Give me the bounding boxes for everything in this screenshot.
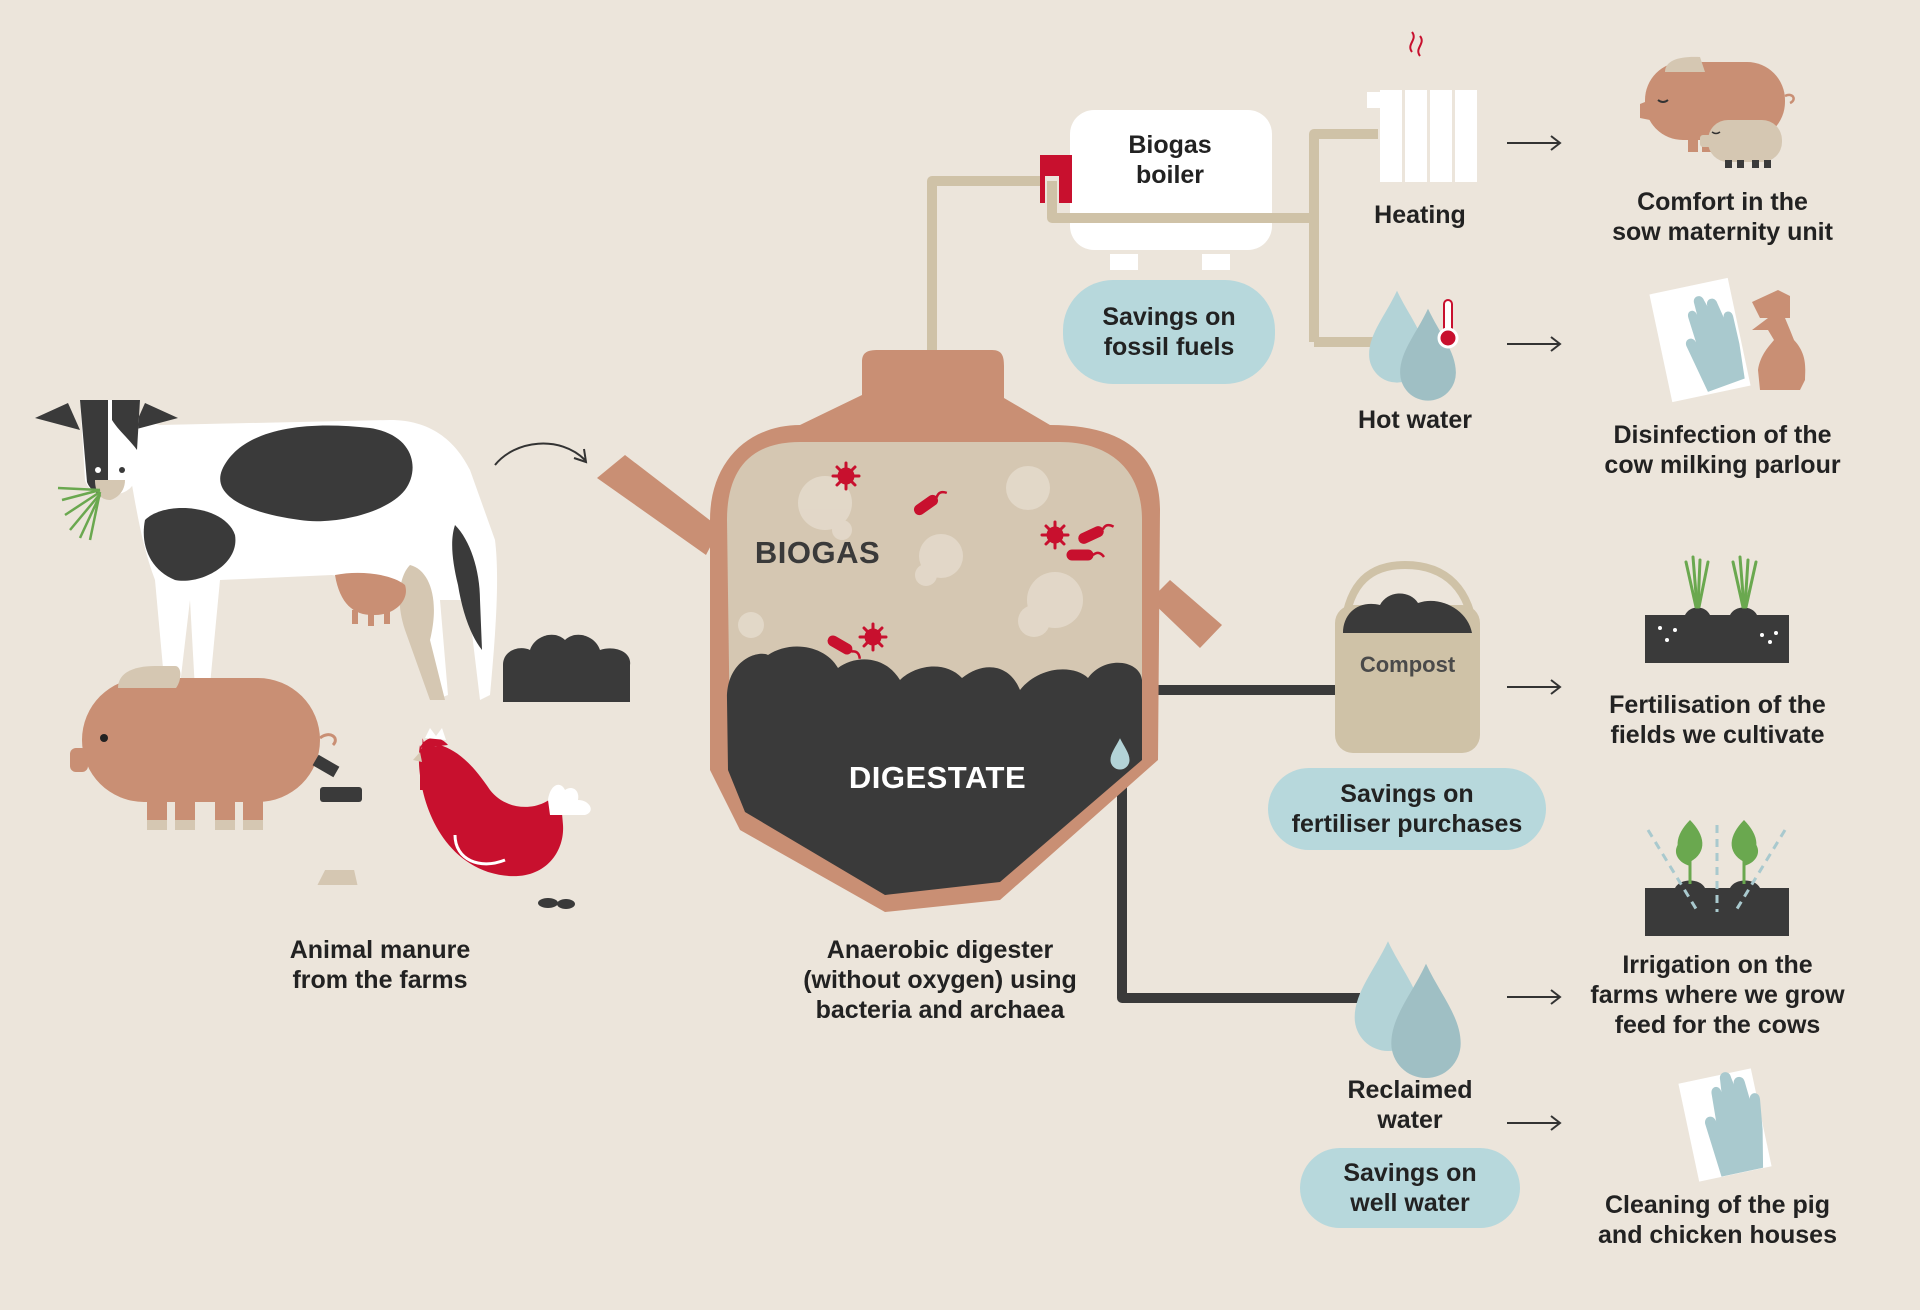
use-cleaning-label: Cleaning of the pig and chicken houses <box>1598 1191 1837 1249</box>
arrow-right-icon <box>1506 135 1561 1131</box>
manure-label: Animal manure from the farms <box>289 936 471 994</box>
manure-pile-icon <box>503 634 631 702</box>
reclaimed-water-drops-icon <box>1354 941 1461 1079</box>
irrigated-crops-icon <box>1645 820 1789 936</box>
use-irrigation-label: Irrigation on the farms where we grow fe… <box>1590 951 1845 1039</box>
use-fertilisation-label: Fertilisation of the fields we cultivate <box>1609 691 1826 749</box>
well-water-savings-badge: Savings on well water <box>1300 1148 1520 1228</box>
boiler-icon <box>1040 110 1314 270</box>
chicken-icon <box>317 728 591 909</box>
hot-water-label: Hot water <box>1358 406 1472 434</box>
thermometer-icon <box>1437 299 1459 349</box>
digestate-pipes <box>1117 685 1360 1003</box>
fertiliser-savings-badge: Savings on fertiliser purchases <box>1268 768 1546 850</box>
compost-label: Compost <box>1359 652 1456 677</box>
crops-soil-icon <box>1645 555 1789 663</box>
digestate-label: DIGESTATE <box>848 760 1027 795</box>
glove-spray-icon <box>1649 277 1806 403</box>
fossil-fuel-savings-badge: Savings on fossil fuels <box>1063 280 1275 384</box>
cow-icon <box>35 400 498 700</box>
boiler-label: Biogas boiler <box>1128 131 1212 189</box>
heating-label: Heating <box>1374 201 1466 229</box>
digester-caption: Anaerobic digester (without oxygen) usin… <box>803 936 1077 1024</box>
biogas-label: BIOGAS <box>754 535 881 570</box>
reclaimed-water-label: Reclaimed water <box>1347 1076 1473 1134</box>
use-sow-label: Comfort in the sow maternity unit <box>1612 188 1833 246</box>
radiator-icon <box>1367 31 1477 182</box>
digester-tank-icon <box>597 350 1222 912</box>
compost-bucket-icon <box>1335 560 1480 753</box>
arrow-to-digester-icon <box>494 442 588 466</box>
sow-piglet-icon <box>1640 56 1795 168</box>
use-disinfection-label: Disinfection of the cow milking parlour <box>1604 421 1841 479</box>
pig-icon <box>70 666 362 830</box>
glove-paper-icon <box>1678 1066 1775 1182</box>
